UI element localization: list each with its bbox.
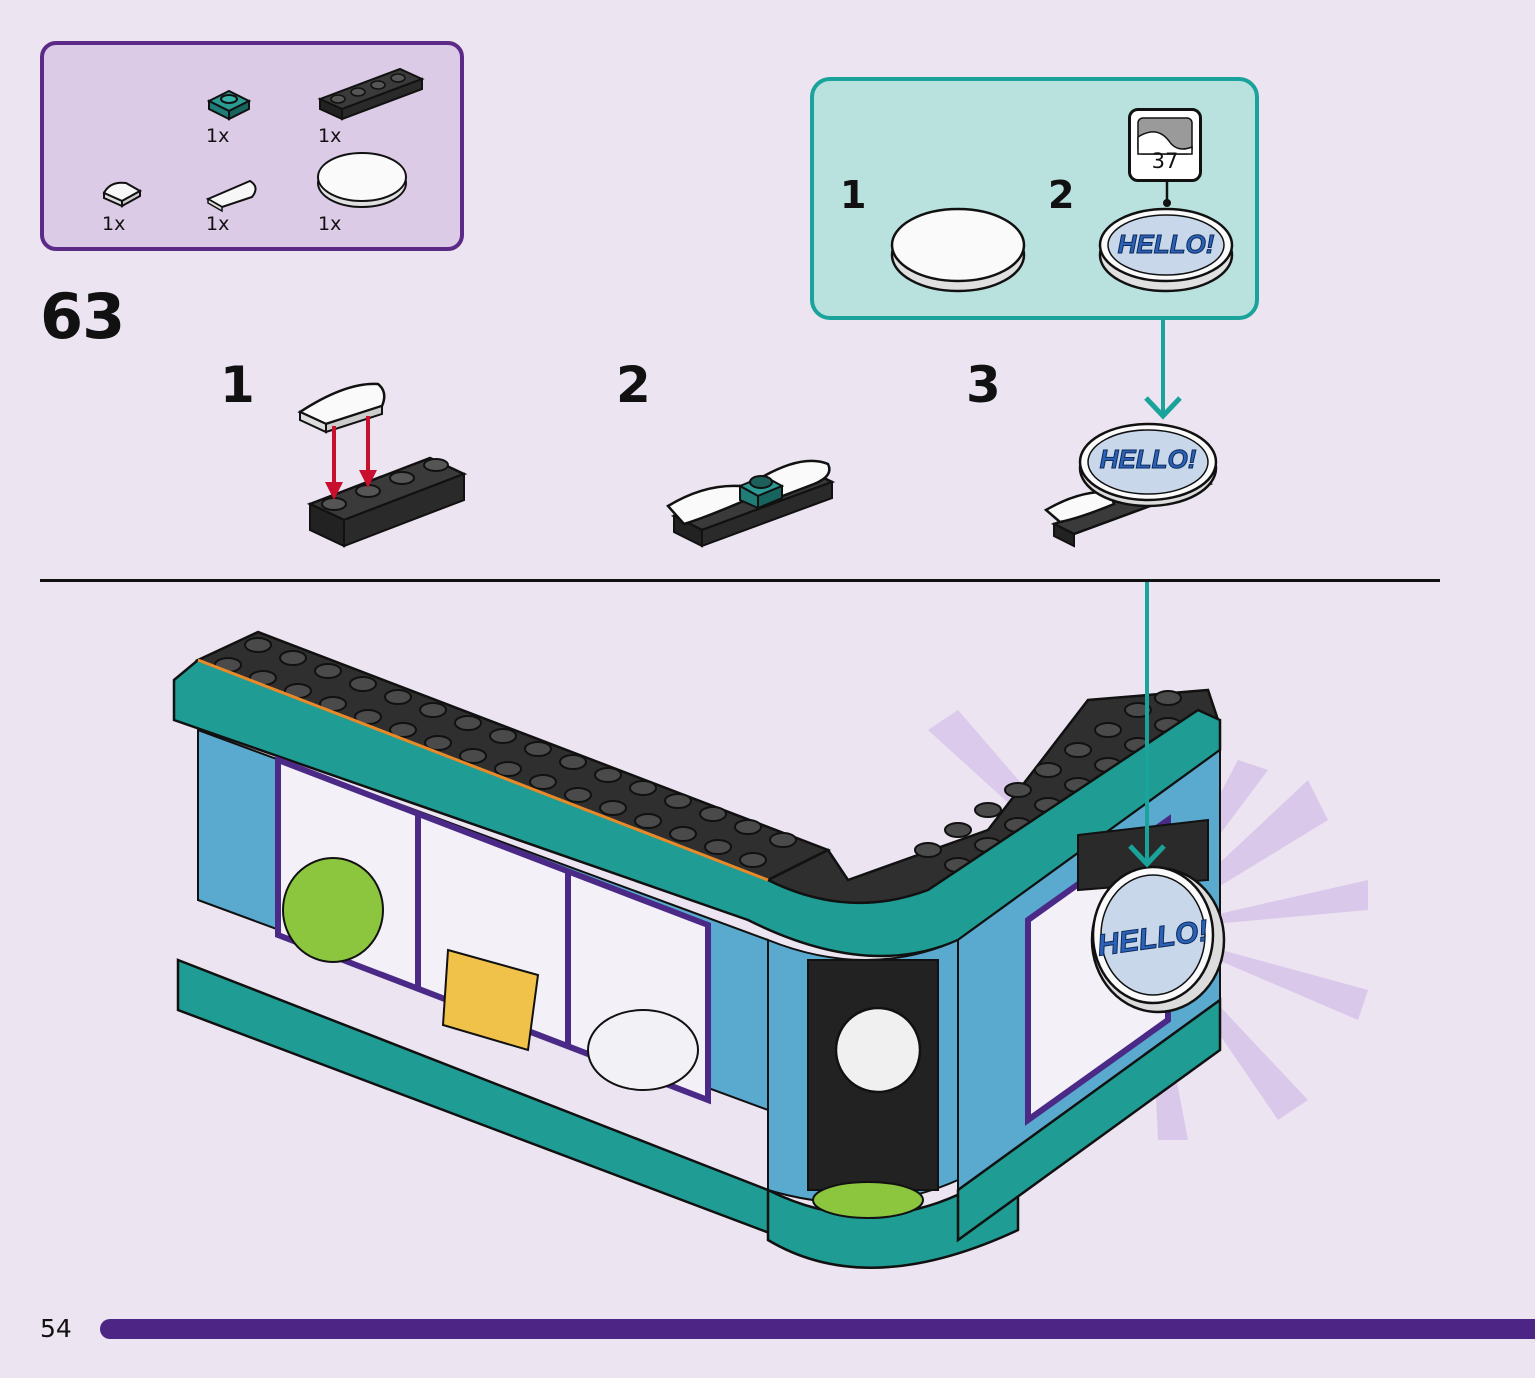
part-qty-teal-plate: 1x — [206, 125, 230, 147]
sub-step-1-number: 1 — [220, 356, 255, 414]
progress-bar — [100, 1319, 1535, 1339]
hello-tile-illustration: HELLO! — [1098, 207, 1234, 293]
section-divider — [40, 579, 1440, 582]
sub-assembly-step-1-number: 1 — [840, 173, 867, 217]
part-qty-quarter-round: 1x — [102, 213, 126, 235]
sub-step-3-illustration: HELLO! — [1043, 422, 1218, 548]
page-number: 54 — [40, 1314, 72, 1343]
main-build-illustration: HELLO! — [172, 630, 1368, 1269]
half-round-tile-icon — [205, 179, 257, 213]
placement-arrow — [1128, 582, 1166, 868]
sign-text-step3: HELLO! — [1100, 444, 1197, 474]
black-plate-icon — [317, 67, 425, 121]
part-qty-black-plate: 1x — [318, 125, 342, 147]
part-qty-round-tile: 1x — [318, 213, 342, 235]
sub-step-2-number: 2 — [616, 356, 651, 414]
sub-step-1-illustration — [297, 382, 468, 548]
round-tile-icon — [317, 152, 407, 208]
plain-round-tile-illustration — [890, 207, 1026, 293]
sticker-number: 37 — [1151, 149, 1179, 173]
sticker-text: HELLO! — [1118, 229, 1215, 259]
sub-assembly-box: 1 2 37 HELLO! — [810, 77, 1259, 320]
part-qty-half-round: 1x — [206, 213, 230, 235]
sticker-peel-icon — [1137, 117, 1193, 155]
parts-callout: 1x 1x 1x 1x 1x — [40, 41, 464, 251]
sub-step-2-illustration — [666, 459, 836, 548]
sticker-badge: 37 — [1128, 108, 1202, 182]
quarter-round-tile-icon — [102, 181, 143, 208]
sub-assembly-step-2-number: 2 — [1048, 173, 1075, 217]
sub-assembly-arrow — [1144, 318, 1182, 420]
teal-plate-icon — [206, 89, 252, 121]
sub-step-3-number: 3 — [966, 356, 1001, 414]
sticker-connector — [1163, 181, 1171, 207]
step-number: 63 — [40, 280, 125, 353]
